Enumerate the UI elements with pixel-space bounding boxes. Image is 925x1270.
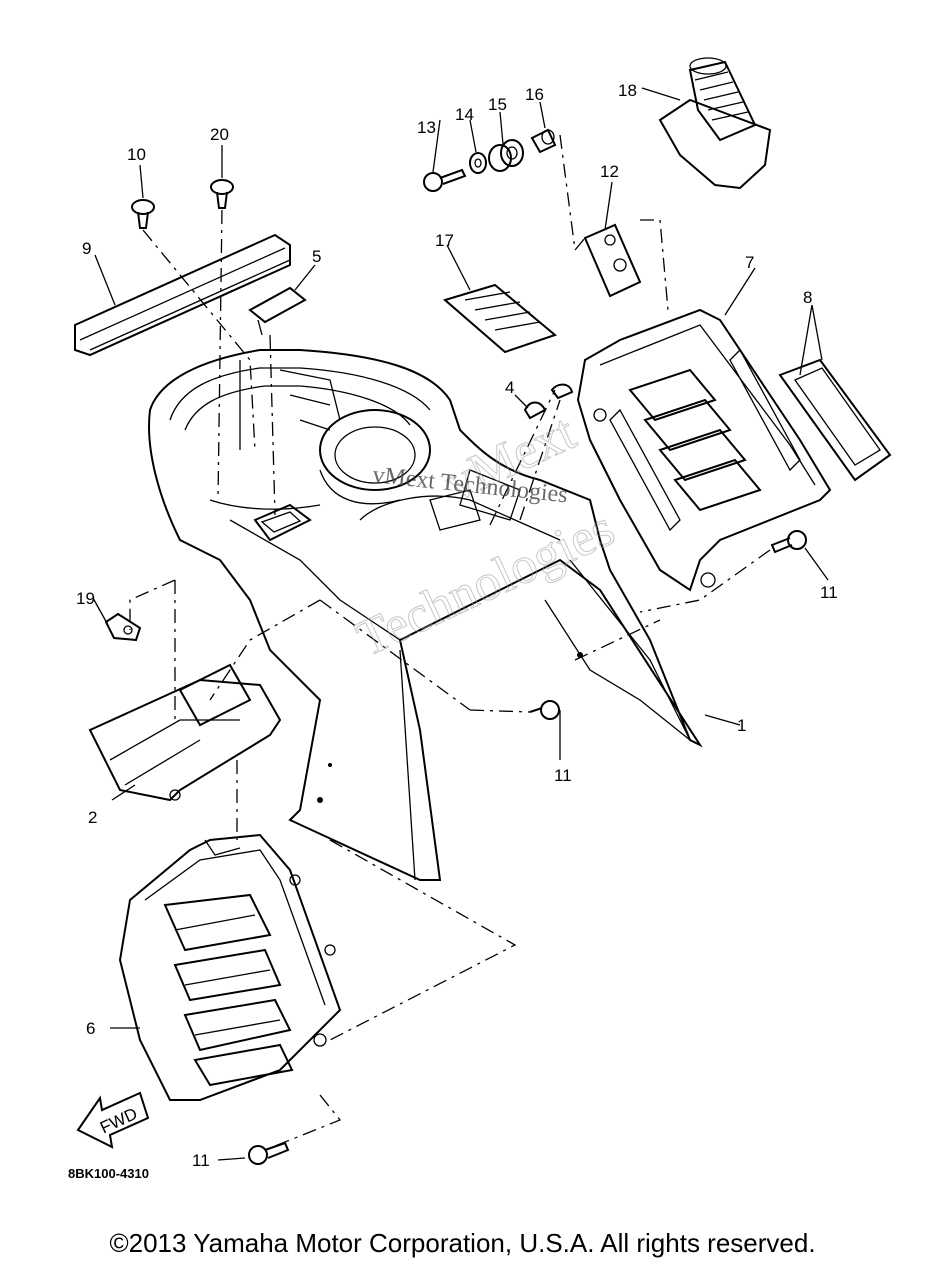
part-17-decal bbox=[442, 283, 558, 354]
callout-12: 12 bbox=[600, 162, 619, 181]
part-18-boot bbox=[658, 57, 772, 190]
callout-18: 18 bbox=[618, 81, 637, 100]
part-11-bolt-center bbox=[529, 700, 560, 720]
callout-6: 6 bbox=[86, 1019, 95, 1038]
part-7-grille-panel bbox=[576, 308, 832, 592]
part-1-front-cowl bbox=[148, 349, 703, 881]
callout-17: 17 bbox=[435, 231, 454, 250]
callout-16: 16 bbox=[525, 85, 544, 104]
part-11-bolt-right bbox=[770, 530, 807, 554]
callout-labels: 1 2 4 5 6 7 8 9 10 11 11 11 12 13 14 15 … bbox=[76, 81, 838, 1170]
assembly-lines bbox=[129, 134, 771, 1151]
callout-11-right: 11 bbox=[820, 583, 838, 602]
callout-14: 14 bbox=[455, 105, 474, 124]
callout-11-bottom: 11 bbox=[192, 1151, 210, 1170]
callout-20: 20 bbox=[210, 125, 229, 144]
callout-7: 7 bbox=[745, 253, 754, 272]
callout-19: 19 bbox=[76, 589, 95, 608]
callout-8: 8 bbox=[803, 288, 812, 307]
callout-4: 4 bbox=[505, 378, 514, 397]
watermark: vMext Technologies vMext Technologies bbox=[348, 403, 624, 669]
part-2-bracket bbox=[88, 663, 282, 802]
part-10-rivet bbox=[131, 199, 155, 229]
callout-5: 5 bbox=[312, 247, 321, 266]
part-19-bracket bbox=[104, 612, 142, 642]
part-12-clip bbox=[583, 223, 642, 298]
part-8-strip bbox=[778, 358, 892, 482]
part-15-grommet bbox=[488, 139, 524, 172]
part-6-grille-panel bbox=[118, 833, 342, 1101]
part-16-collar bbox=[530, 128, 557, 154]
callout-2: 2 bbox=[88, 808, 97, 827]
callout-15: 15 bbox=[488, 95, 507, 114]
part-9-trim-strip bbox=[74, 233, 291, 357]
diagram-code: 8BK100-4310 bbox=[68, 1166, 149, 1181]
part-11-bolt-bottom bbox=[248, 1141, 290, 1165]
callout-1: 1 bbox=[737, 716, 746, 735]
parts-diagram: FWD 1 2 4 5 6 7 8 9 10 11 11 11 12 13 14… bbox=[68, 57, 892, 1181]
callout-11-center: 11 bbox=[554, 766, 572, 785]
part-20-rivet bbox=[210, 179, 234, 209]
leader-lines bbox=[92, 87, 829, 1161]
fwd-arrow: FWD bbox=[76, 1091, 150, 1149]
part-5-plate bbox=[248, 286, 307, 336]
copyright-notice: ©2013 Yamaha Motor Corporation, U.S.A. A… bbox=[109, 1228, 816, 1258]
callout-13: 13 bbox=[417, 118, 436, 137]
part-14-washer bbox=[469, 152, 487, 174]
callout-10: 10 bbox=[127, 145, 146, 164]
part-13-bolt bbox=[423, 168, 467, 192]
callout-9: 9 bbox=[82, 239, 91, 258]
watermark-line2: Technologies bbox=[348, 500, 623, 669]
